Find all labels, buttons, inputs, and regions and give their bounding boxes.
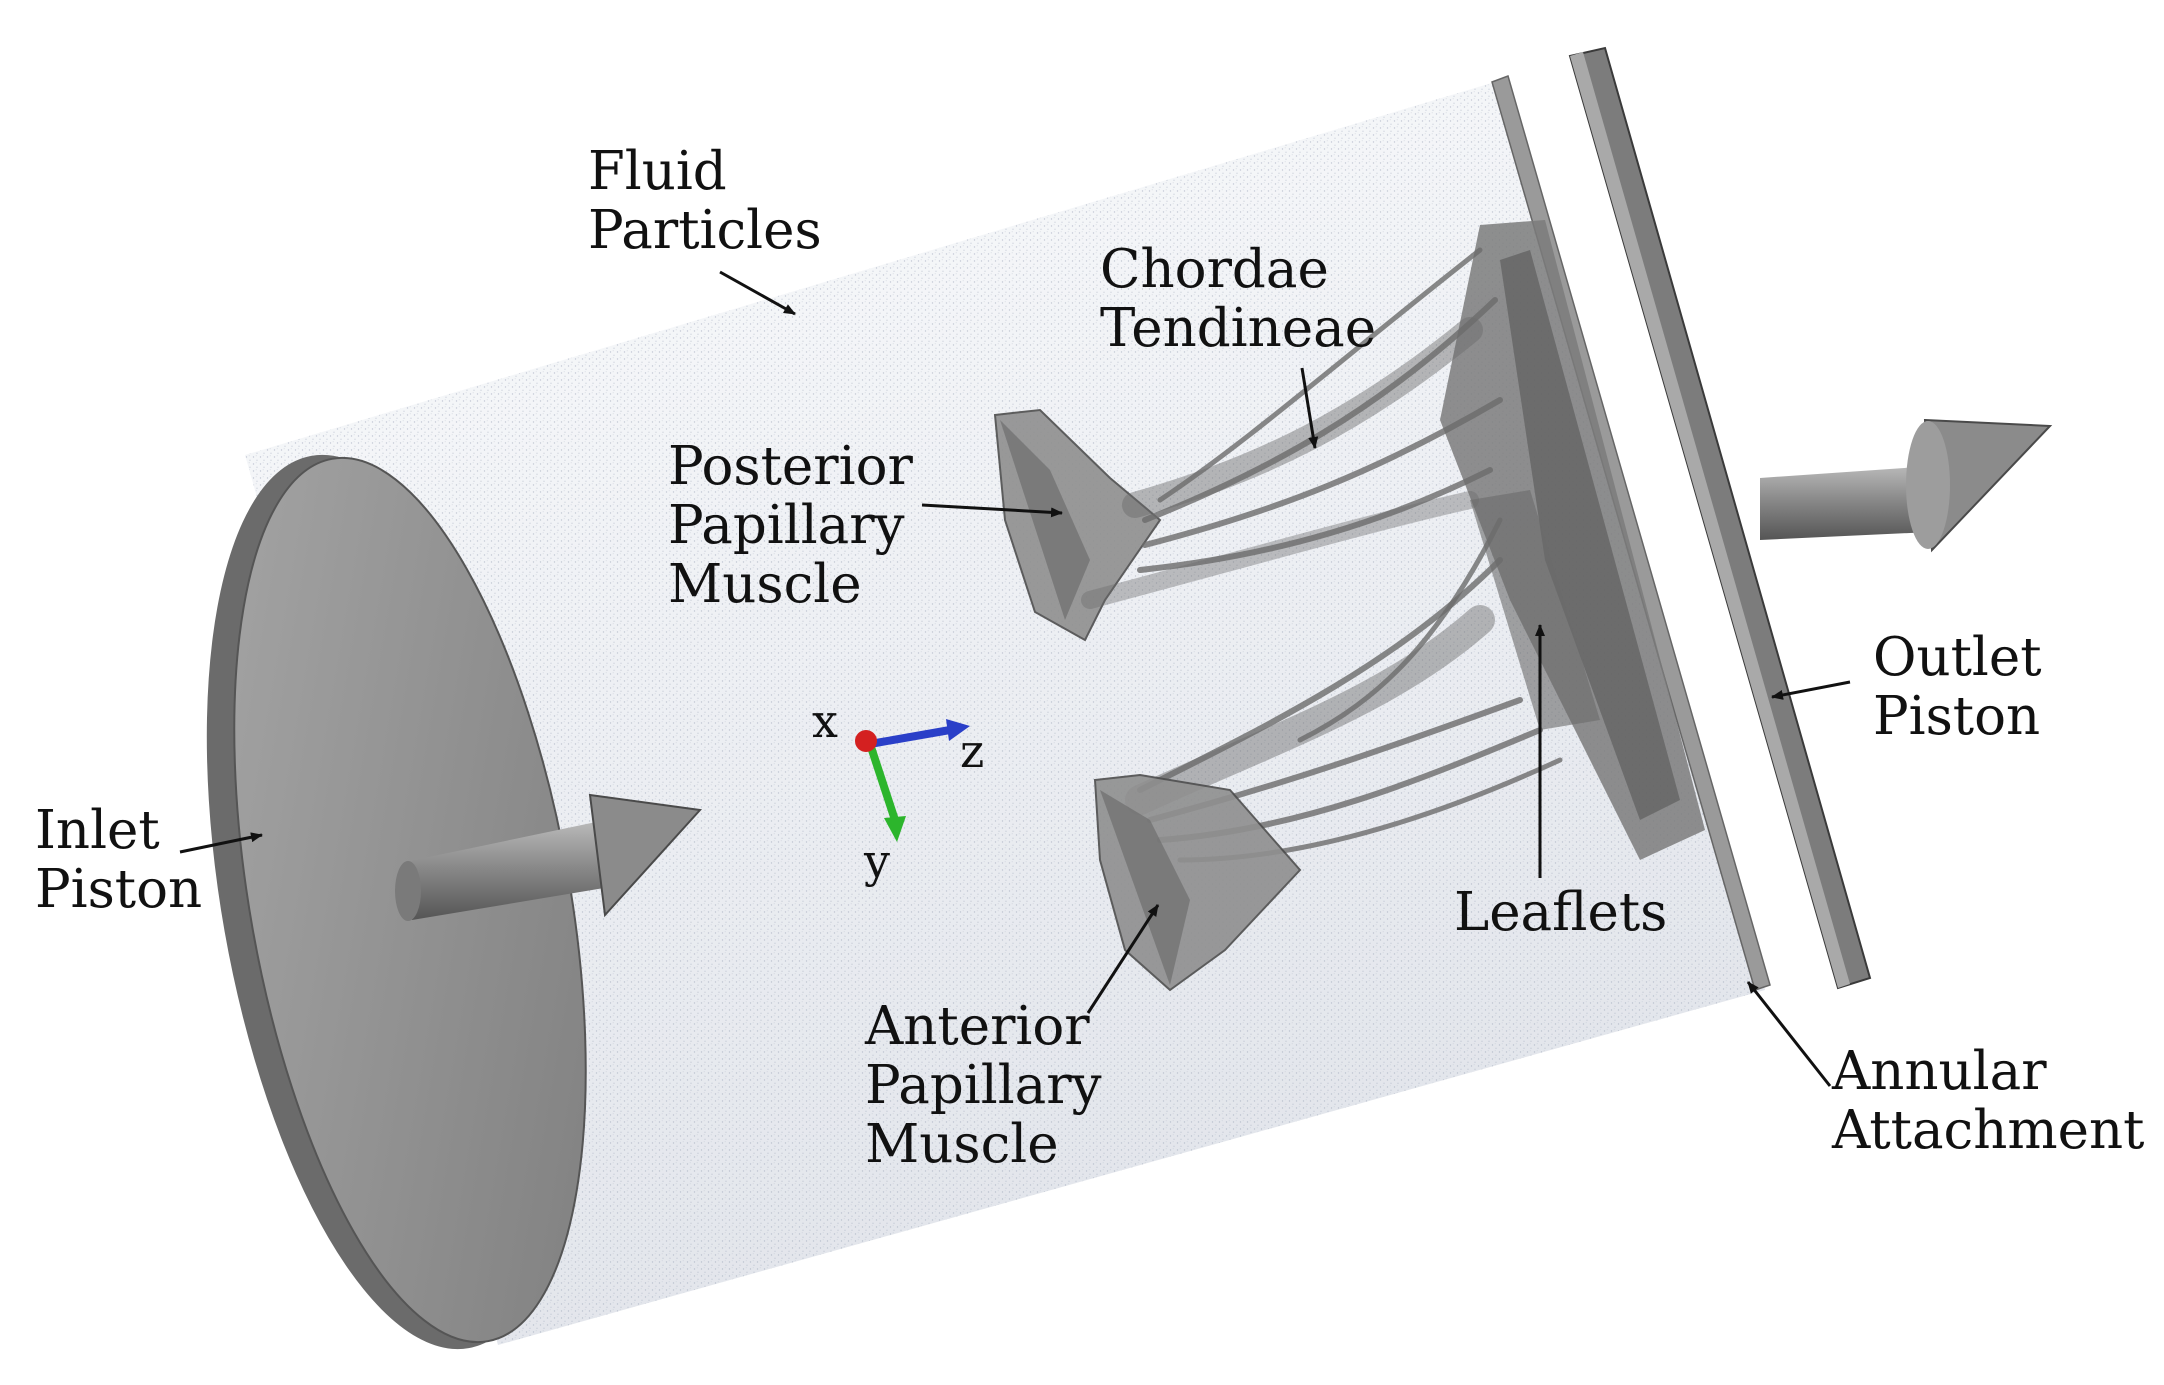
inlet-piston-label: Inlet Piston <box>35 800 203 920</box>
inlet-piston-pointer <box>179 832 263 854</box>
fluid-particles-pointer <box>719 270 796 316</box>
annular-attachment-label: Annular Attachment <box>1832 1041 2145 1161</box>
axis-x-label: x <box>812 694 838 748</box>
leaflets <box>1440 220 1705 860</box>
chordae-tendineae-pointer <box>1300 367 1319 449</box>
posterior-muscle-pointer <box>921 503 1063 518</box>
fluid-particles-label: Fluid Particles <box>588 141 822 261</box>
chordae-tendineae-label: Chordae Tendineae <box>1100 239 1377 359</box>
posterior-papillary-muscle <box>993 408 1162 642</box>
axis-z-label: z <box>960 724 985 778</box>
outlet-piston-pointer <box>1771 680 1851 700</box>
anterior-papillary-muscle-label: Anterior Papillary Muscle <box>865 996 1102 1175</box>
inlet-piston <box>206 454 703 1350</box>
fluid-domain <box>245 82 1765 1345</box>
chordae-tendineae <box>1081 247 1563 863</box>
coordinate-axes <box>855 719 970 842</box>
leader-arrows <box>179 270 1851 1087</box>
outlet-piston-label: Outlet Piston <box>1873 627 2042 747</box>
axis-y-label: y <box>864 834 890 888</box>
leaflets-label: Leaflets <box>1454 882 1668 943</box>
outlet-piston <box>1568 46 2053 990</box>
anterior-papillary-muscle <box>1093 773 1302 992</box>
annular-attachment-pointer <box>1746 981 1832 1087</box>
anterior-muscle-pointer <box>1086 904 1160 1014</box>
posterior-papillary-muscle-label: Posterior Papillary Muscle <box>668 436 913 615</box>
